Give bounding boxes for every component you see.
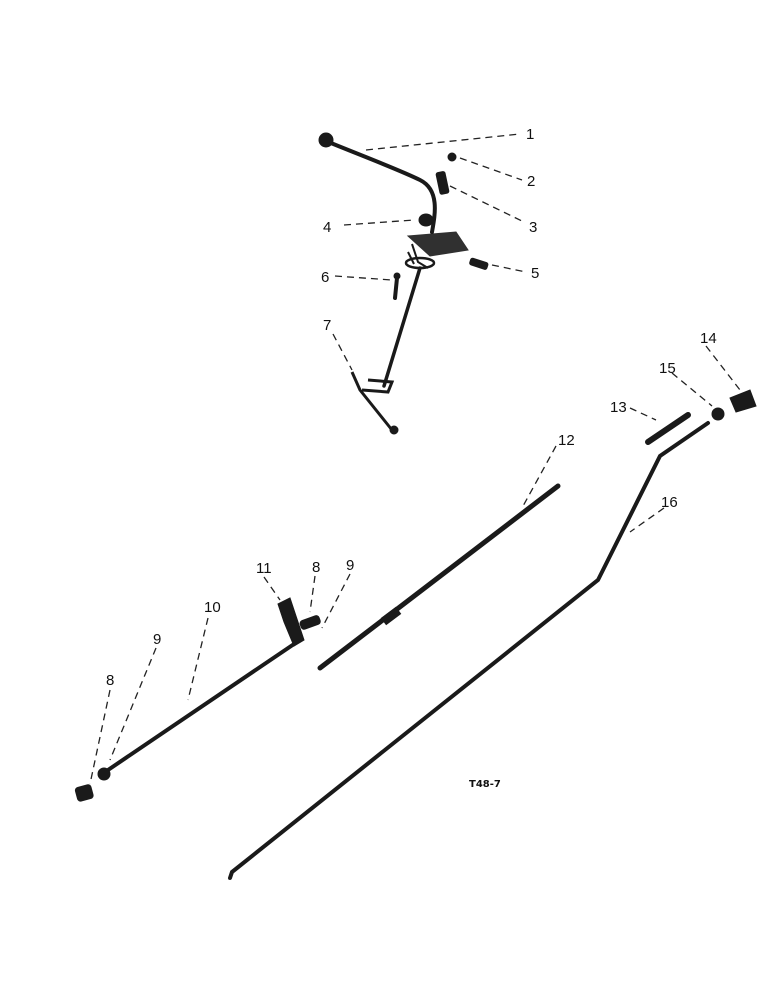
- callout-2: 2: [527, 173, 535, 190]
- rod-12-coupler: [380, 606, 402, 626]
- part-8-clevis-lower: [74, 784, 94, 802]
- rod-16-assembly: [228, 389, 757, 880]
- callout-12: 12: [558, 432, 575, 449]
- part-15-nut: [711, 407, 725, 421]
- callout-1: 1: [526, 126, 534, 143]
- part-12-rod: [317, 483, 561, 671]
- callout-10: 10: [204, 599, 221, 616]
- leader-lines: [89, 133, 741, 785]
- rod-10-assembly: [74, 597, 321, 802]
- callout-9-upper: 9: [346, 557, 354, 574]
- part-9-nut-lower: [97, 767, 111, 781]
- callout-5: 5: [531, 265, 539, 282]
- part-13-threaded-stud: [645, 412, 691, 445]
- rod-12-assembly: [317, 483, 561, 671]
- shift-lever-rod: [324, 139, 437, 234]
- callout-4: 4: [323, 219, 331, 236]
- part-4-washer: [418, 213, 434, 227]
- part-11-clamp: [277, 597, 305, 647]
- part-7-shift-fork: [350, 371, 395, 431]
- part-6-pin: [393, 276, 399, 300]
- callout-3: 3: [529, 219, 537, 236]
- part-5-bolt: [469, 257, 489, 270]
- part-2-nut: [447, 152, 457, 162]
- callout-16: 16: [661, 494, 678, 511]
- part-16-rod: [228, 421, 710, 880]
- part-6-pin-head: [393, 272, 401, 280]
- callout-15: 15: [659, 360, 676, 377]
- part-3-spring: [435, 171, 450, 195]
- callout-13: 13: [610, 399, 627, 416]
- shift-shaft: [382, 266, 422, 388]
- callout-8-lower: 8: [106, 672, 114, 689]
- lever-bracket: [406, 231, 469, 257]
- lever-knob: [318, 132, 334, 148]
- callout-9-lower: 9: [153, 631, 161, 648]
- part-8-clevis-upper: [299, 615, 321, 630]
- part-14-knob: [729, 389, 757, 413]
- callout-8-upper: 8: [312, 559, 320, 576]
- callout-7: 7: [323, 317, 331, 334]
- figure-id: T48-7: [469, 779, 501, 790]
- callout-6: 6: [321, 269, 329, 286]
- part-10-rod: [106, 638, 302, 772]
- shift-fork-end: [389, 425, 399, 435]
- shift-lever-assembly: [318, 132, 489, 435]
- callout-14: 14: [700, 330, 717, 347]
- callout-11: 11: [256, 560, 272, 577]
- callouts: 1 2 3 4 5 6 7 11 8 9 10 9 8 12 13 14 15 …: [106, 126, 717, 689]
